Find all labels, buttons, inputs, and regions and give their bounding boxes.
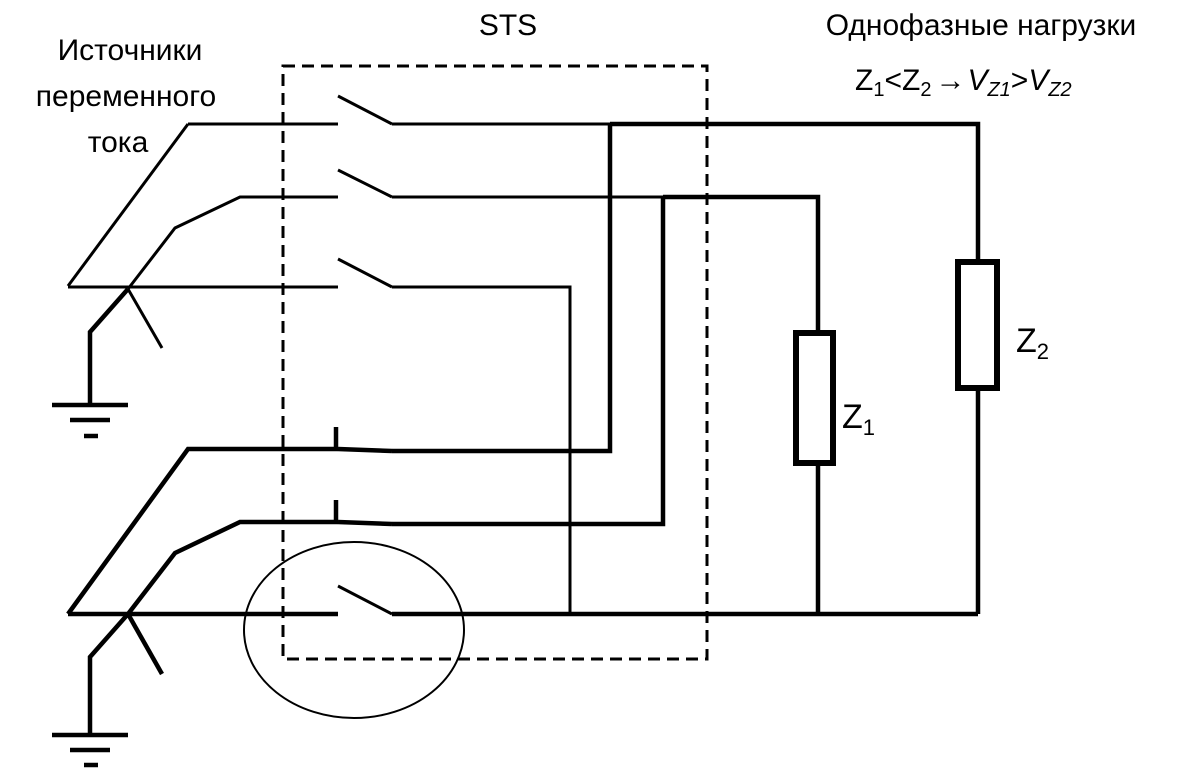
sources-label-line1: Источники <box>58 34 203 67</box>
switches-source-2 <box>333 427 393 616</box>
wire-b-bus-to-z1 <box>663 194 821 333</box>
switch-2c-open <box>337 584 393 616</box>
switch-2a <box>337 446 393 454</box>
switch-2b <box>337 519 393 527</box>
switch-1c <box>337 257 393 289</box>
wire-2a-out <box>392 124 613 454</box>
formula-v1-sub: Z1 <box>986 79 1010 101</box>
impedance-voltage-formula: Z1<Z2→VZ1>VZ2 <box>855 64 1072 101</box>
wire-2b-out <box>392 197 666 527</box>
output-wires <box>392 121 981 617</box>
load-z1-resistor <box>793 330 836 466</box>
formula-v1: V <box>967 64 990 97</box>
source-1-stub <box>126 288 164 349</box>
source-2-ground-wire <box>87 612 130 735</box>
formula-z2: Z <box>902 64 920 97</box>
ground-icon <box>52 732 128 768</box>
ground-icon <box>52 402 128 439</box>
formula-arrow: → <box>935 64 965 97</box>
sts-boundary <box>281 64 709 661</box>
loads-title: Однофазные нагрузки <box>826 9 1137 42</box>
formula-z1-sub: 1 <box>873 79 884 101</box>
source-1 <box>52 122 338 439</box>
sources-label-line2: переменного <box>36 80 216 113</box>
formula-lt: < <box>884 64 902 97</box>
source-1-phase-b-wire <box>126 195 338 290</box>
source-2-stub <box>126 612 164 676</box>
switch-1b <box>337 168 393 199</box>
z1-label: Z1 <box>842 398 875 440</box>
formula-v2-sub: Z2 <box>1047 79 1071 101</box>
wire-a-bus-to-z2 <box>610 121 981 262</box>
sources-label-line3: тока <box>88 126 149 159</box>
formula-v2: V <box>1028 64 1051 97</box>
source-1-ground-wire <box>87 287 130 405</box>
source-2-phase-b-wire <box>126 519 338 616</box>
wire-1c-out <box>392 285 572 614</box>
load-z2-resistor <box>955 259 1000 391</box>
switches-source-1 <box>337 94 393 289</box>
highlight-ellipse <box>243 541 465 719</box>
formula-gt: > <box>1011 64 1029 97</box>
sts-label: STS <box>479 9 537 42</box>
source-2-phase-a-wire <box>66 446 338 616</box>
formula-z1: Z <box>855 64 873 97</box>
source-2 <box>52 446 338 768</box>
svg-text:Z1<Z2→VZ1>VZ2: Z1<Z2→VZ1>VZ2 <box>855 64 1072 101</box>
switch-1a <box>337 94 393 126</box>
formula-z2-sub: 2 <box>920 79 931 101</box>
z2-label: Z2 <box>1016 322 1049 364</box>
source-1-phase-a-leg <box>66 123 190 287</box>
